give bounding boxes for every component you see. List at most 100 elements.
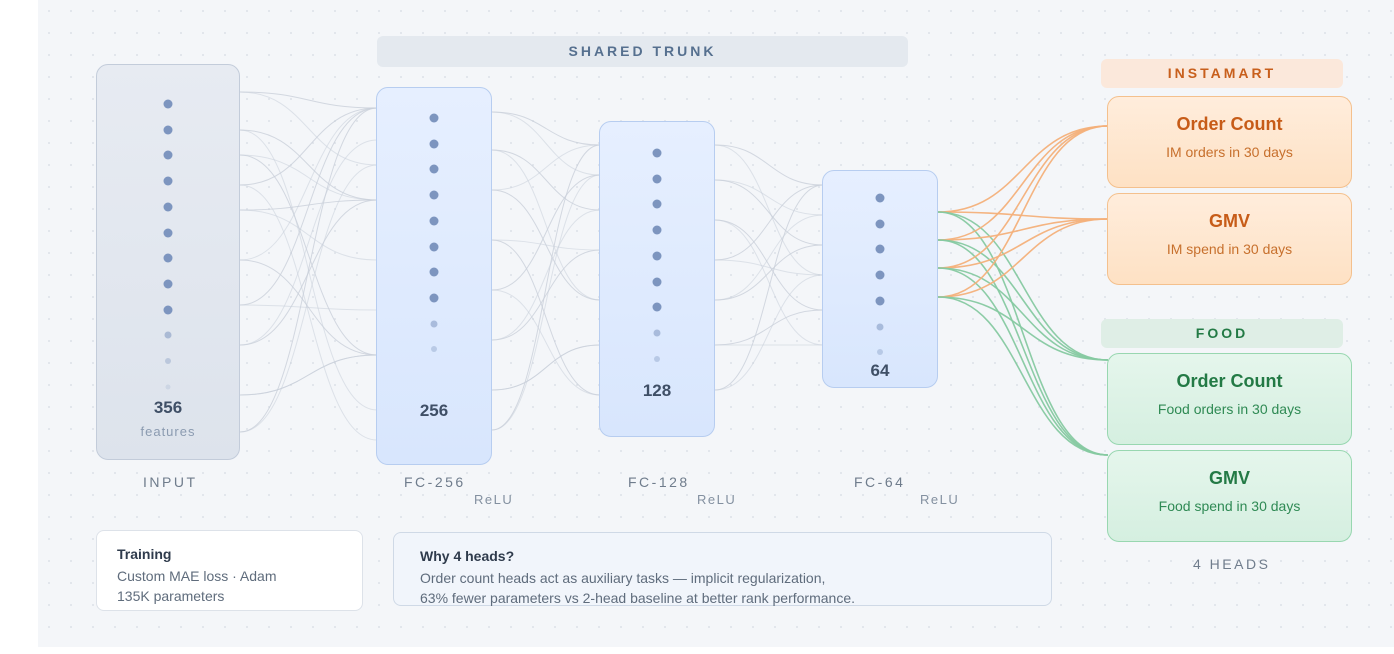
fc128-neuron	[652, 174, 662, 184]
trunk-connection	[239, 304, 378, 311]
input-neuron	[163, 99, 173, 109]
head-instamart-order-count: Order Count IM orders in 30 days	[1107, 96, 1352, 188]
input-neuron	[165, 358, 171, 364]
trunk-connection	[491, 149, 601, 211]
trunk-connection	[239, 184, 378, 441]
fc256-neuron	[429, 164, 439, 174]
input-neuron	[163, 305, 173, 315]
fc128-neuron	[652, 251, 662, 261]
fc256-units: 256	[419, 401, 449, 420]
fc64-neuron	[875, 193, 885, 203]
food-head-connection	[937, 239, 1109, 456]
fc256-neuron	[429, 113, 439, 123]
fc256-neuron	[429, 139, 439, 149]
fc128-caption: FC-128	[628, 474, 690, 490]
trunk-connection	[491, 289, 601, 396]
fc64-neuron	[875, 219, 885, 229]
trunk-connection	[239, 91, 378, 166]
trunk-connection	[714, 144, 824, 186]
why-heads-card: Why 4 heads? Order count heads act as au…	[393, 532, 1052, 606]
heads-caption: 4 HEADS	[1193, 556, 1271, 572]
head-instamart-gmv: GMV IM spend in 30 days	[1107, 193, 1352, 285]
trunk-connection	[491, 239, 601, 396]
fc128-units: 128	[642, 381, 672, 400]
trunk-connection	[239, 91, 378, 109]
food-head-connection	[937, 239, 1109, 361]
trunk-connection	[714, 244, 824, 301]
trunk-connection	[714, 184, 824, 261]
input-feature-count: 356	[153, 398, 183, 417]
fc256-neuron	[429, 267, 439, 277]
instamart-head-connection	[937, 218, 1109, 298]
trunk-connection	[491, 239, 601, 251]
trunk-connection	[239, 139, 378, 346]
trunk-connection	[714, 179, 824, 216]
head-description: Food spend in 30 days	[1158, 498, 1301, 514]
head-title: GMV	[1208, 468, 1250, 488]
trunk-connection	[491, 209, 601, 341]
food-head-connection	[937, 296, 1109, 361]
input-neuron	[163, 228, 173, 237]
instamart-head-connection	[937, 125, 1109, 298]
training-params: 135K parameters	[117, 588, 225, 604]
shared-trunk-banner: SHARED TRUNK	[377, 36, 908, 67]
trunk-connection	[491, 111, 601, 146]
why-title: Why 4 heads?	[420, 548, 515, 564]
why-line-1: Order count heads act as auxiliary tasks…	[420, 570, 826, 586]
head-food-order-count: Order Count Food orders in 30 days	[1107, 353, 1352, 445]
trunk-connection	[239, 154, 378, 356]
fc128-activation: ReLU	[697, 492, 737, 507]
head-title: Order Count	[1176, 114, 1283, 134]
trunk-connection	[714, 219, 824, 311]
trunk-connection	[239, 199, 378, 346]
head-title: GMV	[1208, 211, 1250, 231]
head-description: IM spend in 30 days	[1166, 241, 1293, 257]
fc64-neuron	[875, 244, 885, 254]
instamart-banner: INSTAMART	[1101, 59, 1343, 88]
trunk-connection	[491, 144, 601, 431]
trunk-connection	[239, 107, 378, 433]
fc128-neuron	[654, 355, 660, 362]
input-neuron	[163, 253, 173, 263]
food-banner: FOOD	[1101, 319, 1343, 348]
trunk-connection	[239, 164, 378, 433]
input-neuron	[164, 331, 172, 339]
food-label: FOOD	[1195, 325, 1249, 341]
trunk-connection	[491, 111, 601, 176]
trunk-connection	[714, 274, 824, 391]
input-neuron	[163, 125, 173, 135]
instamart-label: INSTAMART	[1167, 65, 1277, 81]
trunk-connection	[491, 174, 601, 431]
shared-trunk-label: SHARED TRUNK	[568, 43, 717, 59]
food-head-connection	[937, 211, 1109, 456]
fc256-neuron	[429, 216, 439, 226]
fc256-activation: ReLU	[474, 492, 514, 507]
trunk-connection	[714, 179, 824, 246]
training-card: Training Custom MAE loss · Adam 135K par…	[96, 530, 363, 611]
instamart-head-connection	[937, 218, 1109, 269]
instamart-head-connection	[937, 211, 1109, 220]
fc128-neuron	[652, 148, 662, 158]
trunk-connection	[714, 259, 824, 276]
fc256-neuron	[429, 242, 439, 251]
fc64-units: 64	[870, 361, 890, 380]
instamart-head-connection	[937, 125, 1109, 241]
fc64-neuron	[877, 349, 883, 356]
head-description: Food orders in 30 days	[1157, 401, 1302, 417]
trunk-connection	[714, 214, 824, 301]
trunk-connection	[239, 209, 378, 261]
fc64-caption: FC-64	[854, 474, 906, 490]
fc64-neuron	[875, 296, 885, 306]
instamart-head-connection	[937, 125, 1109, 213]
food-head-connection	[937, 267, 1109, 361]
input-caption: INPUT	[143, 474, 198, 490]
fc128-neuron	[652, 225, 662, 235]
instamart-head-connection	[937, 218, 1109, 241]
training-loss: Custom MAE loss · Adam	[117, 568, 277, 584]
trunk-connection	[491, 174, 601, 291]
input-neuron	[163, 150, 173, 160]
head-title: Order Count	[1176, 371, 1283, 391]
fc64-activation: ReLU	[920, 492, 960, 507]
food-head-connection	[937, 267, 1109, 456]
